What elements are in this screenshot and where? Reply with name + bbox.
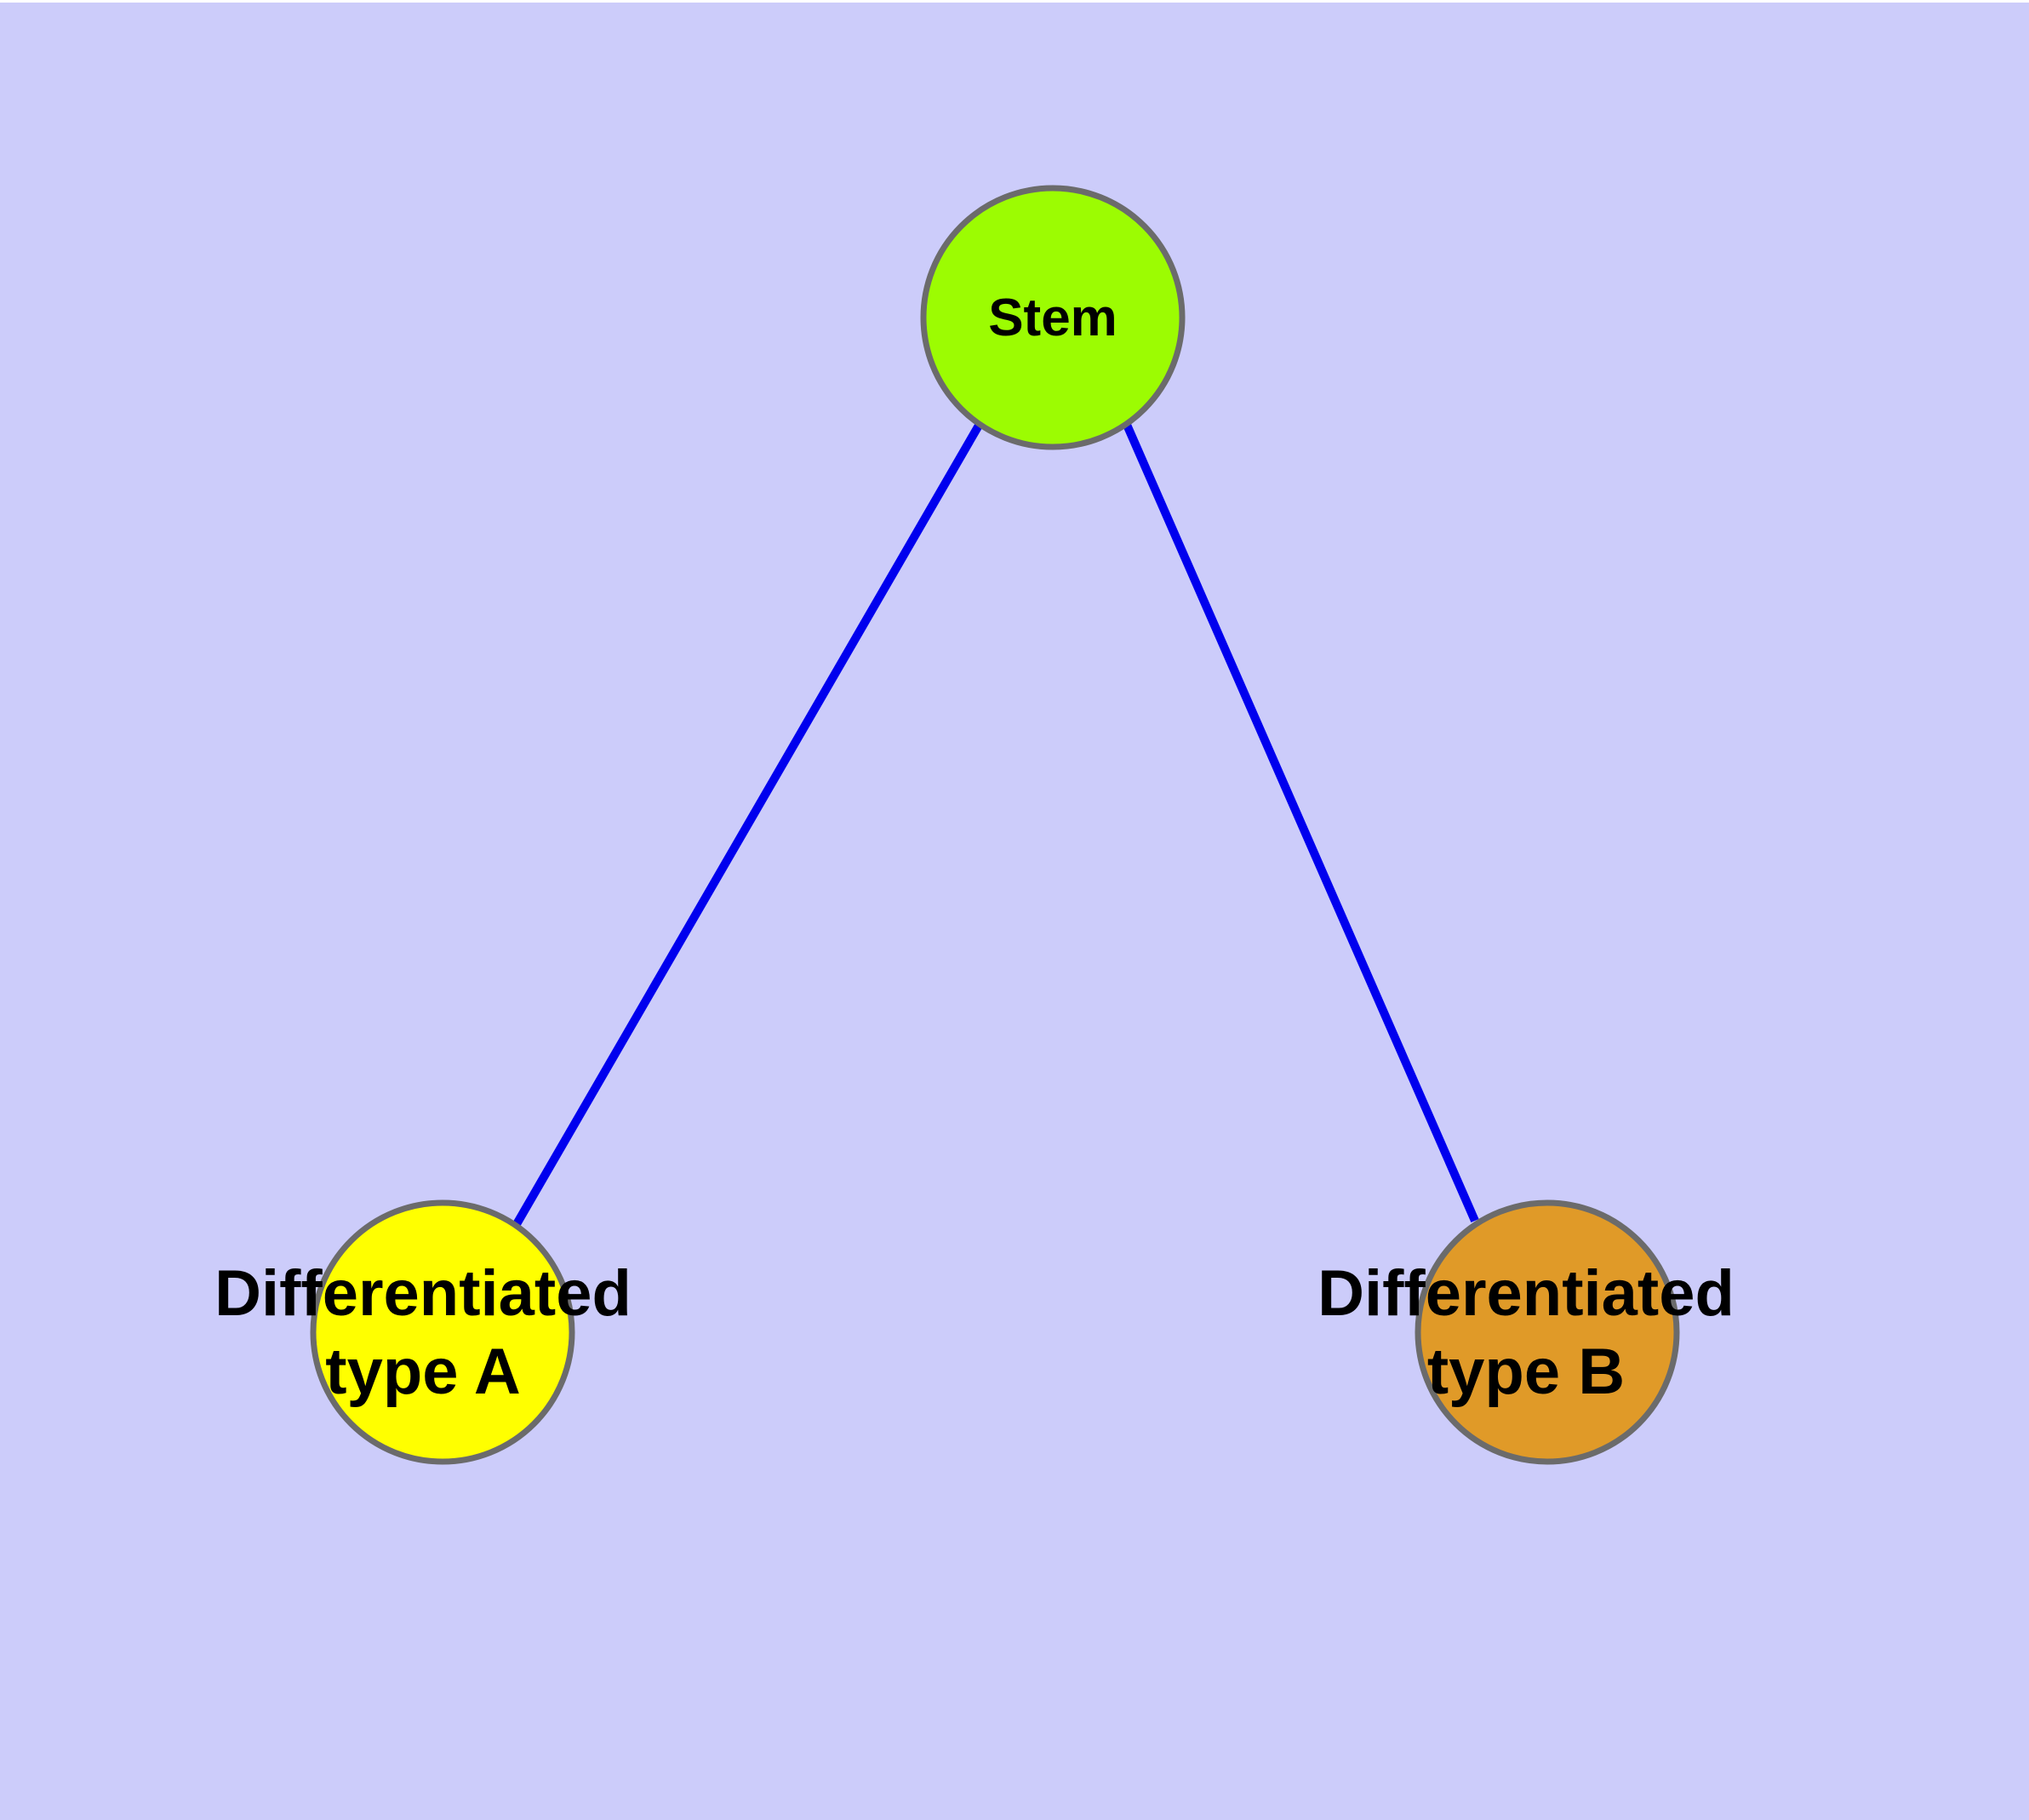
node-label-line: Differentiated (214, 1257, 632, 1330)
node-label-line: type B (1427, 1336, 1625, 1408)
node-label-line: type A (325, 1336, 520, 1408)
node-circle-diff_b[interactable] (1415, 1199, 1680, 1465)
node-label-line: Differentiated (1317, 1257, 1735, 1330)
edges-layer (512, 421, 1479, 1227)
node-label-stem: Stem (988, 289, 1117, 347)
node-label-line: Stem (988, 289, 1117, 347)
node-circle-diff_a[interactable] (310, 1199, 575, 1465)
node-circle-stem[interactable] (920, 185, 1186, 450)
edge-stem-diff-a[interactable] (512, 421, 984, 1227)
edge-stem-diff-b[interactable] (1123, 422, 1479, 1223)
